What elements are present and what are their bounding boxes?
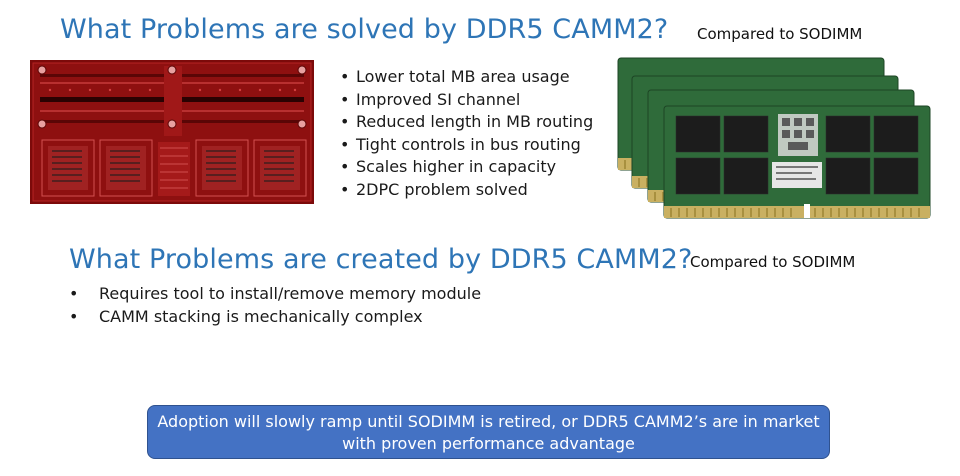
title-solved: What Problems are solved by DDR5 CAMM2? [60, 14, 669, 45]
list-item: Reduced length in MB routing [340, 111, 593, 134]
compared-label-solved: Compared to SODIMM [697, 25, 863, 43]
adoption-callout: Adoption will slowly ramp until SODIMM i… [147, 405, 830, 459]
list-item: Scales higher in capacity [340, 156, 593, 179]
list-item: 2DPC problem solved [340, 179, 593, 202]
compared-label-created: Compared to SODIMM [690, 253, 856, 271]
list-item: CAMM stacking is mechanically complex [69, 306, 481, 329]
list-item: Requires tool to install/remove memory m… [69, 283, 481, 306]
list-item: Tight controls in bus routing [340, 134, 593, 157]
callout-line-1: Adoption will slowly ramp until SODIMM i… [157, 412, 820, 431]
sodimm-stack-image [617, 57, 931, 219]
pcb-layout-image [30, 60, 314, 204]
created-list: Requires tool to install/remove memory m… [69, 283, 481, 328]
solved-list: Lower total MB area usage Improved SI ch… [340, 66, 593, 201]
list-item: Lower total MB area usage [340, 66, 593, 89]
callout-line-2: with proven performance advantage [342, 434, 635, 453]
title-created: What Problems are created by DDR5 CAMM2? [69, 244, 693, 275]
list-item: Improved SI channel [340, 89, 593, 112]
